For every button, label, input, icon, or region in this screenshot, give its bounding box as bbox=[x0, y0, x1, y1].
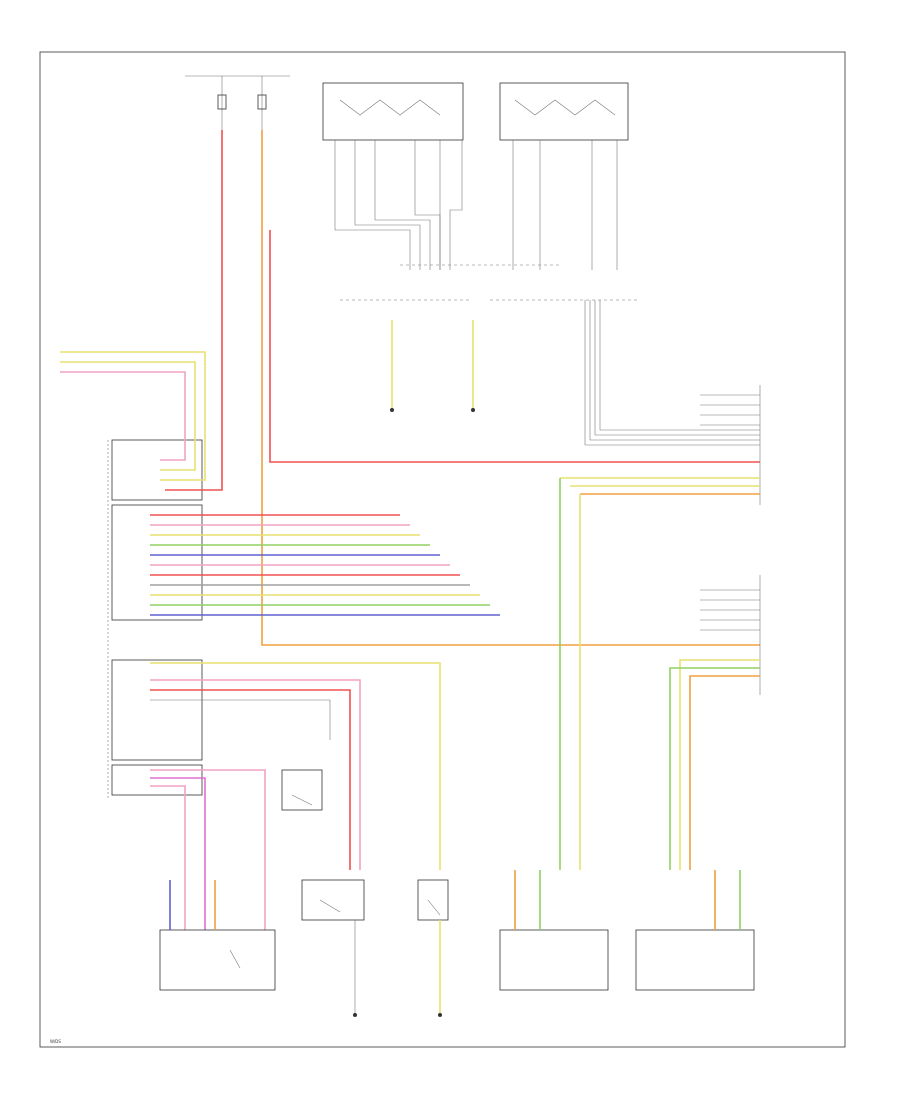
left-switch-unit bbox=[159, 880, 276, 991]
orange-power-wire bbox=[261, 130, 760, 646]
right-sensor-b bbox=[635, 870, 755, 991]
pink-switch-wire-2 bbox=[150, 785, 186, 930]
switch-contact-symbol bbox=[229, 949, 241, 969]
magenta-switch-wire bbox=[150, 777, 206, 930]
fuse-block-2 bbox=[257, 94, 267, 110]
diagram-footer-code: W/DS bbox=[50, 1039, 61, 1044]
centre-switch-right bbox=[417, 879, 449, 1017]
diagram-frame bbox=[39, 51, 846, 1048]
centre-small-switch bbox=[281, 769, 323, 811]
centre-switch-left bbox=[301, 879, 365, 1017]
red-power-wire bbox=[165, 130, 223, 491]
top-left-module bbox=[322, 82, 464, 185]
fuse-feed-group bbox=[185, 75, 290, 130]
grey-harness-right bbox=[584, 300, 760, 446]
pink-lower-wire-2 bbox=[150, 689, 351, 870]
grey-lower-wire bbox=[150, 699, 331, 740]
right-lower-module bbox=[669, 575, 761, 870]
pink-lower-wire-1 bbox=[150, 679, 361, 870]
ground-symbol bbox=[353, 1013, 357, 1017]
ground-connector-right bbox=[471, 320, 475, 412]
ground-symbol bbox=[438, 1013, 442, 1017]
red-right-wire bbox=[269, 230, 760, 463]
mid-harness-bus bbox=[150, 514, 500, 616]
ground-symbol bbox=[390, 408, 394, 412]
yellow-lower-wire bbox=[150, 662, 441, 870]
top-right-module bbox=[499, 82, 629, 185]
fuse-block-1 bbox=[217, 94, 227, 110]
right-upper-module bbox=[560, 385, 761, 505]
top-harness-wires bbox=[334, 185, 640, 301]
ground-symbol bbox=[471, 408, 475, 412]
left-top-feed bbox=[60, 351, 206, 481]
right-sensor-a bbox=[499, 870, 609, 991]
ground-connector-left bbox=[390, 320, 394, 412]
left-control-module bbox=[107, 439, 203, 800]
pink-switch-wire-1 bbox=[150, 769, 266, 930]
